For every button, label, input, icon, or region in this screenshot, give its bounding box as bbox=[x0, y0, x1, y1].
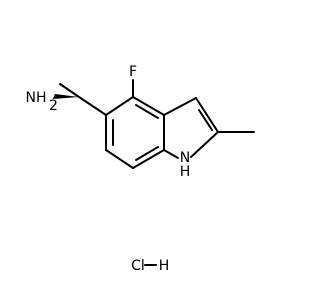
bond-c3-c2-double bbox=[198, 109, 213, 131]
bond-c7-c6 bbox=[105, 149, 134, 169]
bond-methyl-chiral bbox=[59, 83, 80, 98]
indole-n-label: N bbox=[180, 150, 190, 166]
bond-layer bbox=[59, 79, 255, 266]
atom-label-layer: F NH 2 N H Cl H bbox=[26, 64, 191, 274]
fluorine-label: F bbox=[129, 64, 137, 80]
stereo-wedge-bond bbox=[53, 94, 79, 99]
bond-c4-c3a bbox=[132, 96, 165, 116]
bond-c5-c4 bbox=[105, 96, 134, 116]
bond-c3-c2 bbox=[195, 97, 219, 133]
bond-c7a-c7 bbox=[132, 149, 165, 169]
bond-c2-n1 bbox=[190, 131, 219, 158]
indole-h-label: H bbox=[180, 164, 191, 180]
amine-subscript: 2 bbox=[49, 98, 58, 114]
hcl-hydrogen-label: H bbox=[159, 258, 170, 274]
bond-chiral-c5 bbox=[78, 96, 107, 116]
molecule-structure-diagram: F NH 2 N H Cl H bbox=[26, 64, 255, 274]
bond-c7a-c7-double bbox=[135, 146, 159, 161]
bond-c4-c3a-double bbox=[135, 104, 159, 119]
hcl-chlorine-label: Cl bbox=[131, 258, 145, 274]
bond-c3a-c3 bbox=[163, 97, 197, 116]
bond-n1-c7a bbox=[163, 149, 179, 159]
amine-label: NH bbox=[26, 90, 47, 106]
